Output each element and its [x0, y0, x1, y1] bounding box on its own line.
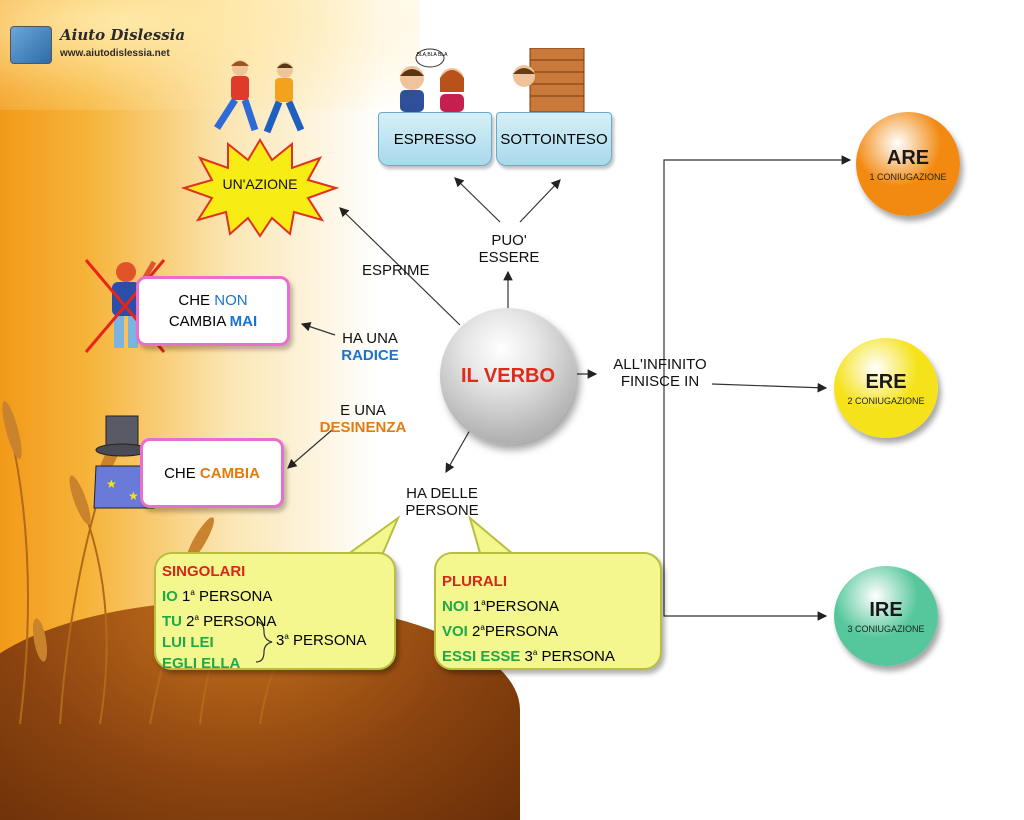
circle-ere: ERE 2 CONIUGAZIONE [834, 338, 938, 438]
number-2: 2 [472, 623, 481, 640]
box-radice: CHE NON CAMBIA MAI [136, 276, 290, 346]
persona-label: PERSONA [541, 648, 615, 665]
circle-ire: IRE 3 CONIUGAZIONE [834, 566, 938, 666]
link-persone: HA DELLE PERSONE [392, 485, 492, 519]
link-esprime: ESPRIME [362, 262, 430, 279]
scroll-espresso: ESPRESSO [378, 112, 492, 166]
persona-label: PERSONA [484, 623, 559, 640]
pronoun-lui-lei: LUI LEI [162, 634, 214, 651]
sup-2: a [480, 623, 485, 632]
plurali-content: PLURALI NOI 1aPERSONA VOI 2aPERSONA ESSI… [442, 571, 615, 667]
box-desinenza: CHE CAMBIA [140, 438, 284, 508]
bubble-plurali [434, 552, 662, 670]
persona-label: PERSONA [198, 588, 273, 605]
starburst-shape [180, 138, 340, 238]
box-radice-part2: NON [214, 292, 248, 309]
persona-label: PERSONA [485, 598, 559, 615]
center-sphere: IL VERBO [440, 308, 576, 444]
bubble-tails [336, 515, 523, 561]
link-desinenza: E UNA DESINENZA [308, 402, 418, 436]
singolari-content: SINGOLARI IO 1a PERSONA TU 2a PERSONA LU… [162, 561, 277, 674]
sup-1: a [481, 598, 486, 607]
sup-3: a [532, 648, 538, 657]
svg-text:★: ★ [106, 477, 117, 491]
label-2-coniugazione: 2 CONIUGAZIONE [847, 395, 925, 406]
link-persone-line2: PERSONE [405, 502, 479, 519]
link-radice-prefix: HA UNA [342, 330, 398, 347]
plurali-row-essi: ESSI ESSE 3a PERSONA [442, 642, 615, 667]
logo-title: Aiuto Dislessia [60, 26, 186, 44]
box-desinenza-part2: CAMBIA [199, 464, 260, 482]
logo-url: www.aiutodislessia.net [60, 48, 170, 59]
circle-are: ARE 1 CONIUGAZIONE [856, 112, 960, 216]
speech-bubble-text: BLA,BLA BLA [416, 52, 448, 58]
persona-label: PERSONA [292, 632, 367, 649]
center-label: IL VERBO [460, 364, 556, 387]
singolari-third-person: 3a PERSONA [276, 632, 366, 649]
singolari-row-io: IO 1a PERSONA [162, 582, 277, 607]
link-desinenza-prefix: E UNA [340, 402, 386, 419]
box-radice-part4: MAI [229, 313, 258, 330]
box-radice-part3: CAMBIA [168, 313, 230, 330]
talking-people-icon [400, 48, 585, 112]
plurali-title: PLURALI [442, 573, 507, 590]
number-3: 3 [524, 648, 533, 665]
pronoun-voi: VOI [442, 623, 468, 640]
ending-ire: IRE [869, 598, 903, 621]
sup-2: a [194, 613, 199, 622]
link-radice: HA UNA RADICE [330, 330, 410, 364]
pronoun-io: IO [162, 588, 178, 605]
ending-are: ARE [886, 146, 930, 169]
pronoun-noi: NOI [442, 598, 469, 615]
sup-1: a [190, 588, 195, 597]
box-radice-part1: CHE [178, 292, 215, 309]
singolari-row-tu: TU 2a PERSONA [162, 607, 277, 632]
link-puo-essere: PUO' ESSERE [470, 232, 548, 266]
sky-glow [0, 0, 420, 110]
number-3: 3 [276, 632, 285, 649]
number-1: 1 [472, 598, 482, 615]
link-desinenza-word: DESINENZA [319, 419, 407, 436]
label-3-coniugazione: 3 CONIUGAZIONE [847, 623, 925, 634]
singolari-title: SINGOLARI [162, 563, 246, 580]
link-infinito-line1: ALL'INFINITO [613, 356, 707, 373]
brace-icon [255, 621, 273, 663]
link-puo-label: PUO' [491, 232, 527, 249]
pronoun-essi-esse: ESSI ESSE [442, 648, 521, 665]
number-2: 2 [186, 613, 195, 630]
box-desinenza-part1: CHE [164, 464, 200, 482]
running-kids-icon [214, 60, 305, 134]
connector-lines [287, 155, 852, 621]
action-label: UN'AZIONE [222, 176, 298, 192]
bubble-singolari [154, 552, 396, 670]
pronoun-egli-ella: EGLI ELLA [162, 655, 241, 672]
link-infinito: ALL'INFINITO FINISCE IN [600, 356, 720, 390]
scroll-espresso-label: ESPRESSO [393, 130, 477, 148]
scroll-sottointeso-label: SOTTOINTESO [500, 130, 608, 148]
link-radice-word: RADICE [341, 347, 399, 364]
link-infinito-line2: FINISCE IN [620, 373, 700, 390]
persona-label: PERSONA [203, 613, 277, 630]
ending-ere: ERE [865, 370, 907, 393]
svg-text:★: ★ [128, 489, 139, 503]
link-persone-line1: HA DELLE [406, 485, 478, 502]
pronoun-tu: TU [162, 613, 182, 630]
number-1: 1 [182, 588, 191, 605]
plurali-row-voi: VOI 2aPERSONA [442, 617, 615, 642]
book-logo-icon [10, 26, 52, 64]
sup-3: a [284, 632, 289, 641]
link-essere-label: ESSERE [478, 249, 540, 266]
label-1-coniugazione: 1 CONIUGAZIONE [869, 171, 947, 182]
plurali-row-noi: NOI 1aPERSONA [442, 592, 615, 617]
scroll-sottointeso: SOTTOINTESO [496, 112, 612, 166]
